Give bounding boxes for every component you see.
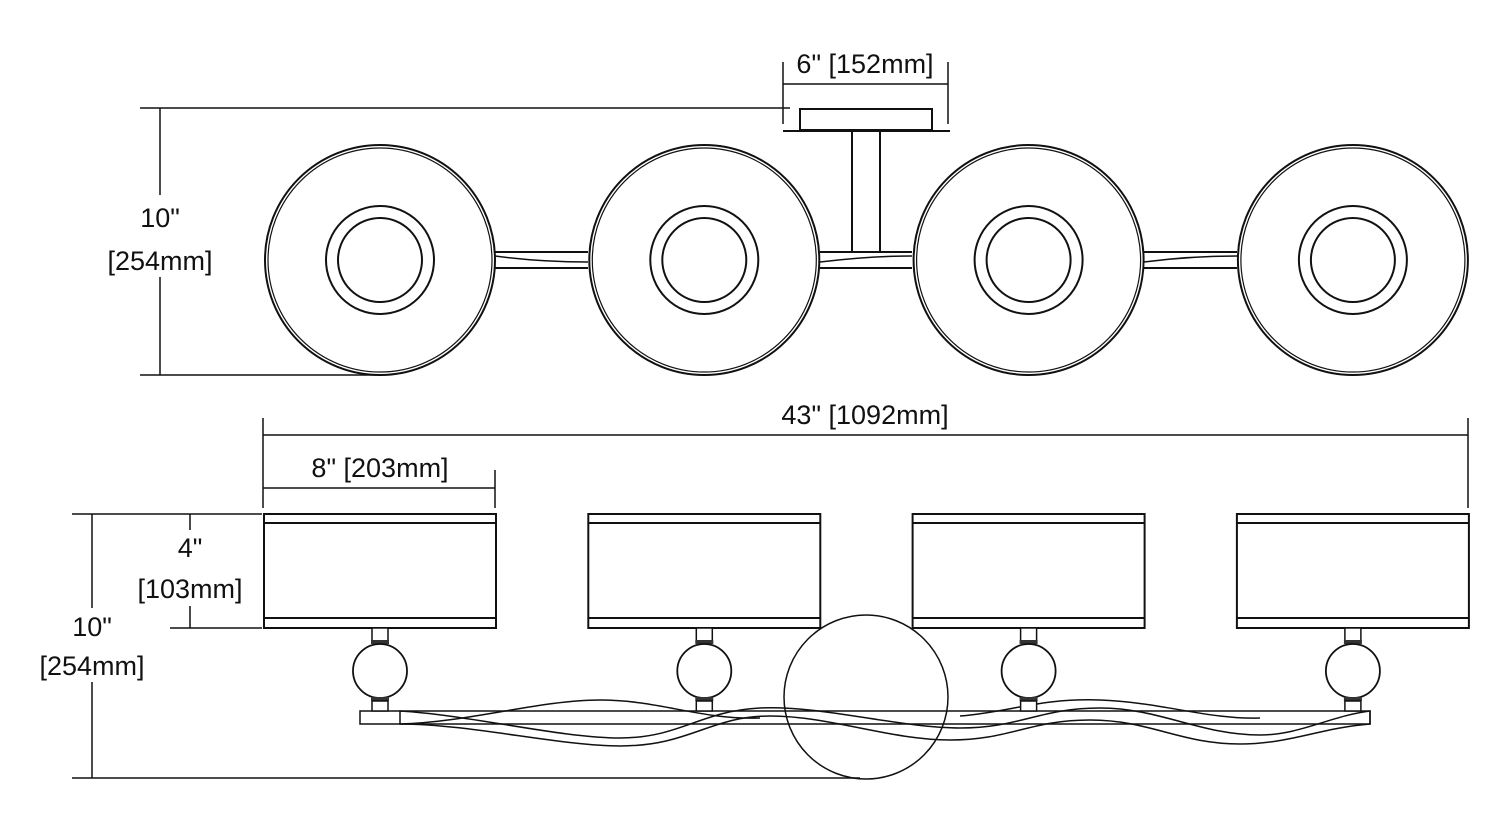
arm-bars [494, 251, 1238, 269]
front-view: 4" [103mm] 10" [254mm] [28, 513, 1470, 780]
wavy-bar [359, 699, 1371, 747]
front-height-in-label: 10" [72, 612, 112, 642]
front-lamps [263, 513, 1470, 712]
top-height-mm-label: [254mm] [107, 246, 212, 276]
front-lamp [587, 513, 822, 712]
lamp-shade [1235, 513, 1470, 629]
shade-height-in-label: 4" [178, 533, 203, 563]
lamp-shade [263, 513, 497, 629]
shade-width-label: 8" [203mm] [311, 453, 448, 483]
lamp-shade [587, 513, 822, 629]
shade-height-dimension: 4" [103mm] [122, 514, 262, 629]
canopy-width-dimension: 6" [152mm] [782, 49, 949, 124]
lamp-shade [911, 513, 1146, 629]
overall-width-dimension: 43" [1092mm] [262, 400, 1469, 508]
canopy [783, 108, 950, 252]
top-lamp-shade [264, 144, 496, 376]
glass-ball [1325, 643, 1381, 699]
front-lamp [1235, 513, 1470, 712]
canopy-width-label: 6" [152mm] [796, 49, 933, 79]
front-lamp [263, 513, 497, 712]
front-lamp [911, 513, 1146, 712]
glass-ball [352, 643, 408, 699]
top-height-in-label: 10" [140, 203, 180, 233]
shade-width-dimension: 8" [203mm] [263, 453, 496, 508]
top-lamp-shade [1236, 144, 1469, 376]
glass-ball [1000, 643, 1057, 699]
top-lamp-shade [912, 144, 1145, 376]
glass-ball [676, 643, 733, 699]
top-height-dimension: 10" [254mm] [95, 107, 790, 376]
top-lamp-shade [588, 144, 821, 376]
backplate [783, 614, 949, 780]
top-lamps [264, 144, 1469, 376]
overall-width-label: 43" [1092mm] [781, 400, 948, 430]
front-height-mm-label: [254mm] [39, 651, 144, 681]
top-view: 10" [254mm] 6" [152mm] [95, 49, 1469, 376]
shade-height-mm-label: [103mm] [137, 574, 242, 604]
front-height-dimension: 10" [254mm] [28, 513, 860, 779]
